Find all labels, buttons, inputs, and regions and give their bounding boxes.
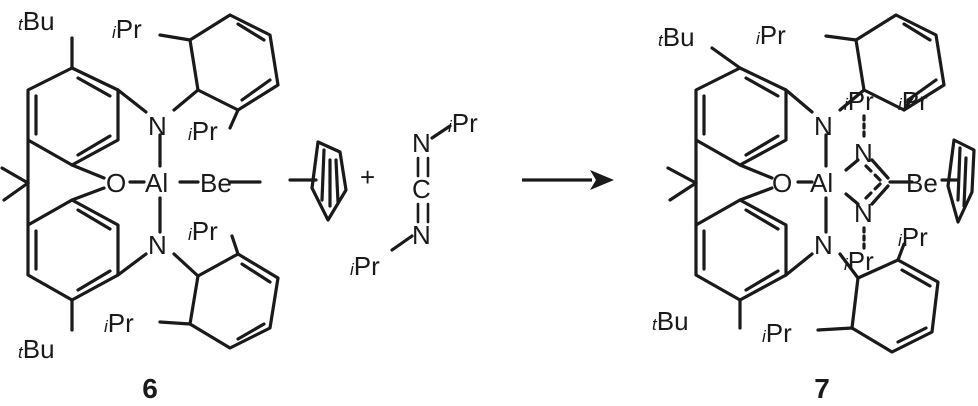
ipr-mid-lower-6: iPr	[188, 216, 218, 246]
n-atom-2-reagent: N	[412, 220, 431, 250]
al-atom-6: Al	[145, 168, 168, 198]
ipr-top-6: iPr	[112, 14, 142, 44]
lower-n-aryl-ring-6	[188, 252, 280, 350]
compound-label-7: 7	[814, 373, 830, 404]
ipr-bottom-reagent: iPr	[350, 251, 380, 281]
n-atom-bottom-7: N	[814, 230, 833, 260]
ipr-amidinate-bottom-7: iPr	[844, 246, 874, 276]
reaction-arrow	[522, 170, 614, 190]
methyl-bond-6	[2, 181, 30, 202]
n-atom-bottom-6: N	[148, 230, 167, 260]
ipr-top-reagent: iPr	[448, 108, 478, 138]
tbu-top-6: tBu	[18, 6, 55, 36]
ipr-amidinate-top-7: iPr	[844, 86, 874, 116]
compound-6: N N O Al Be tBu tBu iPr iPr iPr iPr 6	[0, 6, 348, 404]
o-atom-6: O	[106, 168, 126, 198]
cyclopentadienyl-ring-6	[310, 140, 348, 222]
carbodiimide-reagent: N C N iPr iPr	[350, 108, 478, 281]
n-atom-top-7: N	[814, 111, 833, 141]
compound-7: N N O Al N N Be tBu tBu iPr iPr iPr iPr …	[652, 13, 976, 404]
be-atom-6: Be	[200, 168, 232, 198]
compound-label-6: 6	[142, 373, 158, 404]
o-atom-7: O	[772, 168, 792, 198]
ipr-aryl-bottom-left-7: iPr	[762, 318, 792, 348]
ipr-aryl-top-right-7: iPr	[898, 86, 928, 116]
methyl-bond-7	[666, 166, 698, 185]
be-atom-7: Be	[906, 168, 938, 198]
tbu-top-7: tBu	[658, 22, 695, 52]
lower-aryl-ring-6	[26, 198, 120, 302]
tbu-bottom-6: tBu	[18, 334, 55, 364]
upper-aryl-ring-6	[26, 66, 120, 167]
n-atom-1-reagent: N	[412, 128, 431, 158]
upper-n-aryl-ring-6	[188, 13, 280, 112]
lower-aryl-ring-7	[694, 198, 788, 302]
plus-sign: +	[360, 162, 375, 192]
methyl-bond-6	[0, 166, 30, 185]
ipr-bottom-6: iPr	[104, 308, 134, 338]
n-atom-top-6: N	[148, 111, 167, 141]
ipr-mid-upper-6: iPr	[188, 116, 218, 146]
c-atom-reagent: C	[412, 174, 431, 204]
methyl-bond-7	[668, 181, 698, 202]
tbu-bottom-7: tBu	[652, 306, 689, 336]
al-atom-7: Al	[810, 168, 833, 198]
ipr-aryl-bottom-right-7: iPr	[898, 222, 928, 252]
upper-aryl-ring-7	[694, 66, 788, 167]
ipr-aryl-top-left-7: iPr	[756, 20, 786, 50]
n-atom-amidinate-b-7: N	[854, 198, 873, 228]
n-atom-amidinate-a-7: N	[854, 138, 873, 168]
